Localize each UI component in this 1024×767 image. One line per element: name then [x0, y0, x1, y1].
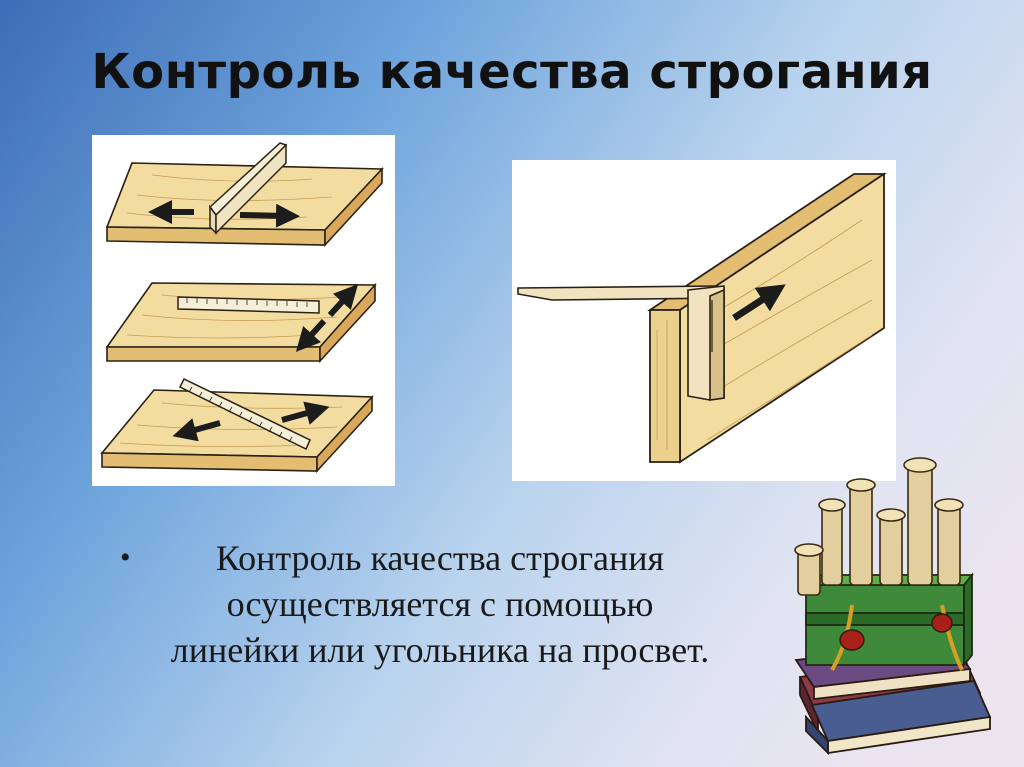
bullet-point: • Контроль качества строгания осуществля…	[100, 535, 780, 673]
board-2	[105, 282, 377, 364]
ruler-2	[177, 296, 320, 314]
board-3	[100, 389, 374, 474]
arrow-diagonal-2b	[295, 318, 327, 352]
arrow-left-3	[172, 418, 221, 442]
try-square	[517, 285, 726, 401]
square-check-illustration	[512, 160, 896, 481]
bullet-text: Контроль качества строгания осуществляет…	[170, 538, 710, 670]
ruler-edge-1	[208, 142, 288, 235]
ruler-check-illustration	[92, 135, 395, 486]
board-vertical	[647, 172, 887, 464]
page-title: Контроль качества строгания	[91, 44, 933, 100]
arrow-right-3	[281, 401, 330, 425]
ruler-3	[178, 378, 311, 451]
arrow-up-right	[732, 284, 786, 321]
arrow-diagonal-2a	[327, 284, 359, 318]
arrow-right-1	[239, 203, 300, 228]
scrolls-and-books-icon	[792, 455, 997, 760]
bullet-marker: •	[120, 541, 131, 574]
